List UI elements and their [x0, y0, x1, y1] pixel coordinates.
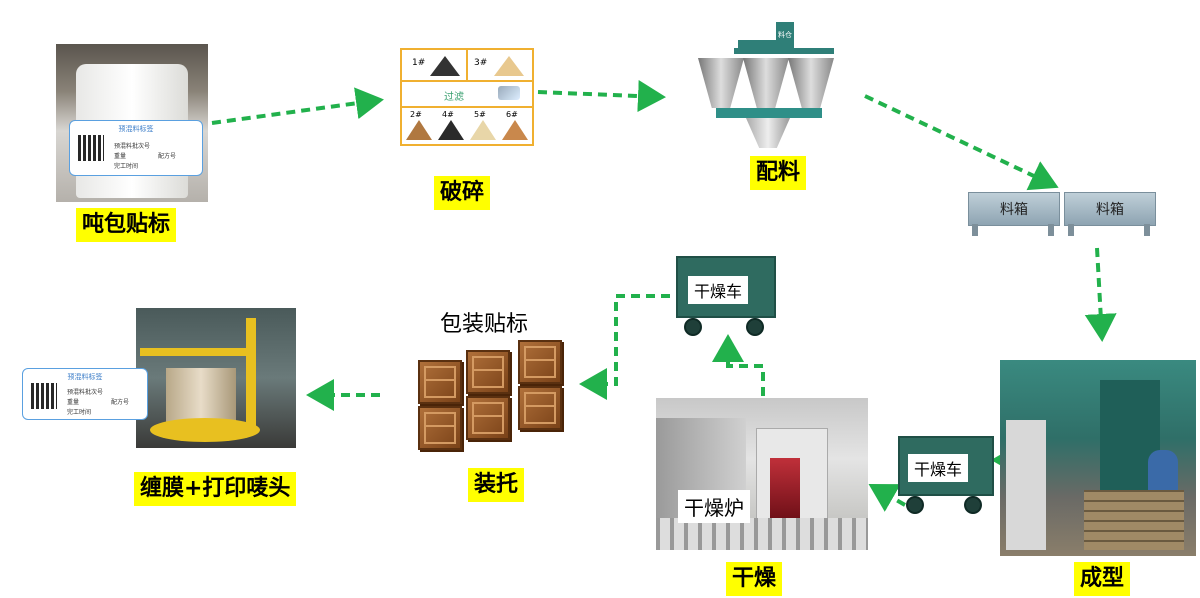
tag-line3: 完工时间 — [114, 163, 139, 170]
material-grid: 1# 3# 过滤 2# 4# 5# 6# — [400, 48, 534, 146]
sand-pile-brown — [406, 120, 432, 140]
crate-1 — [418, 360, 462, 404]
crate-2 — [466, 350, 510, 394]
tag-line2b: 配方号 — [158, 153, 177, 160]
wrap-tag-line1: 预混料批次号 — [67, 389, 104, 396]
hopper-base — [716, 108, 822, 118]
hopper-frame-top — [738, 40, 794, 48]
packing-label: 包装贴标 — [440, 312, 529, 337]
tag-title: 预混料标签 — [118, 125, 154, 133]
wrap-tag-line2a: 重量 — [67, 399, 80, 406]
wrap-tag-card: 预混料标签 预混料批次号 重量 配方号 完工时间 — [22, 368, 148, 420]
crate-4 — [418, 406, 462, 450]
hopper-sign: 料仓 — [776, 22, 794, 48]
wrap-photo — [136, 308, 296, 448]
drying-rails — [656, 518, 868, 550]
arrow-tonbag-to-crush — [211, 87, 384, 125]
tag-line2a: 重量 — [114, 153, 127, 160]
sand-pile-black — [430, 56, 460, 76]
forming-cabinet — [1006, 420, 1046, 550]
furnace-label: 干燥炉 — [678, 490, 750, 523]
bin-1-label: 料箱 — [968, 192, 1060, 226]
wrap-tag-title: 预混料标签 — [67, 373, 103, 381]
wrap-load — [166, 368, 236, 424]
crate-3 — [518, 340, 562, 384]
grid-divider-h — [402, 80, 532, 82]
arrow-topcart-to-pallet — [579, 294, 670, 400]
hopper-2 — [743, 58, 789, 108]
step-forming: 成型 — [1074, 562, 1131, 596]
arrow-bin-to-forming — [1084, 247, 1117, 342]
step-batching: 配料 — [750, 156, 807, 190]
bin-2-label: 料箱 — [1064, 192, 1156, 226]
crate-6 — [518, 386, 562, 430]
arrow-cart-to-drying — [868, 484, 906, 512]
filter-label: 过滤 — [444, 92, 464, 103]
drying-door-glow — [770, 458, 800, 518]
sand-pile-dark — [438, 120, 464, 140]
sand-pile-beige — [494, 56, 524, 76]
grid-label-3: 3# — [474, 58, 488, 68]
cart-top-wheel-left — [684, 318, 702, 336]
grid-label-2: 2# — [410, 110, 422, 119]
drying-photo — [656, 398, 868, 550]
hopper-3 — [788, 58, 834, 108]
drying-cart-top: 干燥车 — [676, 256, 776, 336]
step-tonbag: 吨包贴标 — [76, 208, 177, 242]
tag-line1: 预混料批次号 — [114, 143, 151, 150]
bin-2-leg-right — [1144, 224, 1150, 236]
grid-label-5: 5# — [474, 110, 486, 119]
grid-divider-h2 — [402, 106, 532, 108]
bin-1-leg-left — [972, 224, 978, 236]
forming-photo — [1000, 360, 1196, 556]
wrap-tag-line2b: 配方号 — [111, 399, 130, 406]
cart-top-label: 干燥车 — [688, 276, 749, 304]
tonbag-tag-card: 预混料标签 预混料批次号 重量 配方号 完工时间 — [69, 120, 203, 176]
wrap-turntable — [150, 418, 260, 442]
arrow-crush-to-batching — [537, 80, 666, 113]
filter-icon — [498, 86, 520, 100]
step-wrap: 缠膜+打印唛头 — [134, 472, 297, 506]
grid-divider-v — [466, 50, 468, 80]
hopper-1 — [698, 58, 744, 108]
wrap-frame — [140, 348, 250, 356]
crate-5 — [466, 396, 510, 440]
material-bin-1: 料箱 — [968, 192, 1060, 238]
forming-bricks — [1084, 490, 1184, 550]
cart-top-wheel-right — [746, 318, 764, 336]
cart-mid-wheel-right — [964, 496, 982, 514]
bin-1-leg-right — [1048, 224, 1054, 236]
wrap-qr-code-icon — [31, 383, 57, 409]
drying-cart-mid: 干燥车 — [898, 436, 994, 514]
cart-top-body — [676, 256, 776, 318]
step-drying: 干燥 — [726, 562, 783, 596]
cart-mid-label: 干燥车 — [908, 454, 969, 482]
qr-code-icon — [78, 135, 104, 161]
arrow-drying-to-topcart — [712, 334, 765, 396]
hopper-sign-text: 料仓 — [778, 31, 792, 39]
step-pallet: 装托 — [468, 468, 525, 502]
bin-2-leg-left — [1068, 224, 1074, 236]
arrow-batching-to-bin — [864, 94, 1059, 191]
grid-label-6: 6# — [506, 110, 518, 119]
step-crush: 破碎 — [434, 176, 491, 210]
grid-label-4: 4# — [442, 110, 454, 119]
cart-mid-wheel-left — [906, 496, 924, 514]
grid-label-1: 1# — [412, 58, 426, 68]
wrap-tag-line3: 完工时间 — [67, 409, 92, 416]
sand-pile-tan — [502, 120, 528, 140]
hopper-beam — [734, 48, 834, 54]
hopper-funnel — [746, 118, 790, 148]
wrap-pole — [246, 318, 256, 428]
material-bin-2: 料箱 — [1064, 192, 1156, 238]
batching-hoppers: 料仓 — [698, 22, 834, 150]
sand-pile-light — [470, 120, 496, 140]
